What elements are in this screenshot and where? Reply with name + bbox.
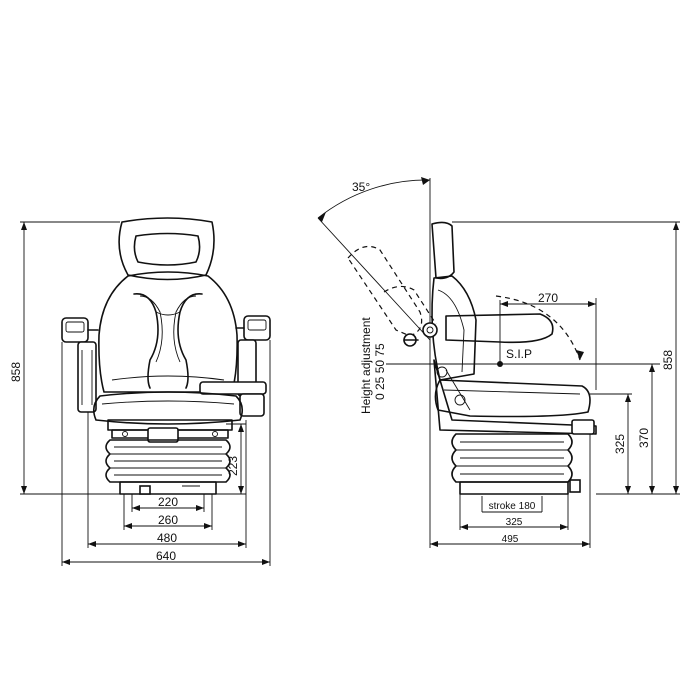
side-headrest (431, 221, 455, 280)
dim-side-height-325: 325 (590, 393, 632, 494)
dim-side-total-height: 858 (452, 221, 680, 495)
dim-front-overall-width: 640 (61, 340, 271, 566)
side-total-height-label: 858 (661, 350, 675, 370)
dim-sip-horizontal: 270 (499, 291, 597, 390)
dim-side-base-depth: 325 (459, 494, 569, 530)
side-height-370-label: 370 (637, 428, 651, 448)
side-suspension-bellows (451, 433, 581, 495)
dim-side-height-370: 370 (637, 364, 655, 494)
side-recline-angle: 35° (317, 177, 431, 222)
height-adjustment-label: Height adjustment (359, 317, 373, 414)
side-seat-cushion (434, 379, 591, 418)
sip-label: S.I.P (506, 347, 532, 361)
front-base-width-2-label: 260 (158, 513, 178, 527)
dim-front-seat-width: 480 (87, 412, 247, 548)
front-suspension-height-label: 223 (226, 456, 240, 476)
stroke-label: stroke 180 (489, 501, 536, 512)
side-armrest-swing-arc (495, 295, 581, 361)
front-frame (107, 419, 233, 443)
side-height-325-label: 325 (613, 434, 627, 454)
dim-front-total-height: 858 (9, 221, 120, 495)
side-armrest (403, 313, 554, 347)
side-height-adjustment: Height adjustment 0 25 50 75 (359, 317, 430, 414)
dim-front-base-width-2: 260 (123, 494, 213, 530)
recline-angle-label: 35° (352, 180, 370, 194)
front-total-height-label: 858 (9, 362, 23, 382)
height-adjustment-values: 0 25 50 75 (373, 343, 387, 400)
front-overall-width-label: 640 (156, 549, 176, 563)
sip-horizontal-label: 270 (538, 291, 558, 305)
front-armrest-left (61, 317, 99, 413)
front-headrest (118, 217, 215, 281)
dim-front-suspension-height: 223 (216, 423, 246, 495)
front-view: 858 223 220 260 (9, 217, 271, 566)
front-base-width-1-label: 220 (158, 495, 178, 509)
front-backrest (98, 271, 238, 393)
dim-side-stroke: stroke 180 (481, 496, 543, 513)
front-seat-cushion (92, 391, 244, 425)
side-frame (433, 359, 597, 435)
front-armrest-right (199, 315, 271, 417)
front-suspension-bellows (105, 439, 231, 495)
front-seat-width-label: 480 (157, 531, 177, 545)
dim-side-overall-depth: 495 (430, 434, 591, 548)
dim-front-base-width-1: 220 (131, 494, 205, 512)
side-sip-marker: S.I.P (386, 347, 660, 367)
side-reclined-backrest-outline (317, 217, 437, 341)
side-view: 35° (317, 177, 680, 548)
side-base-depth-label: 325 (506, 517, 523, 528)
side-overall-depth-label: 495 (502, 534, 519, 545)
